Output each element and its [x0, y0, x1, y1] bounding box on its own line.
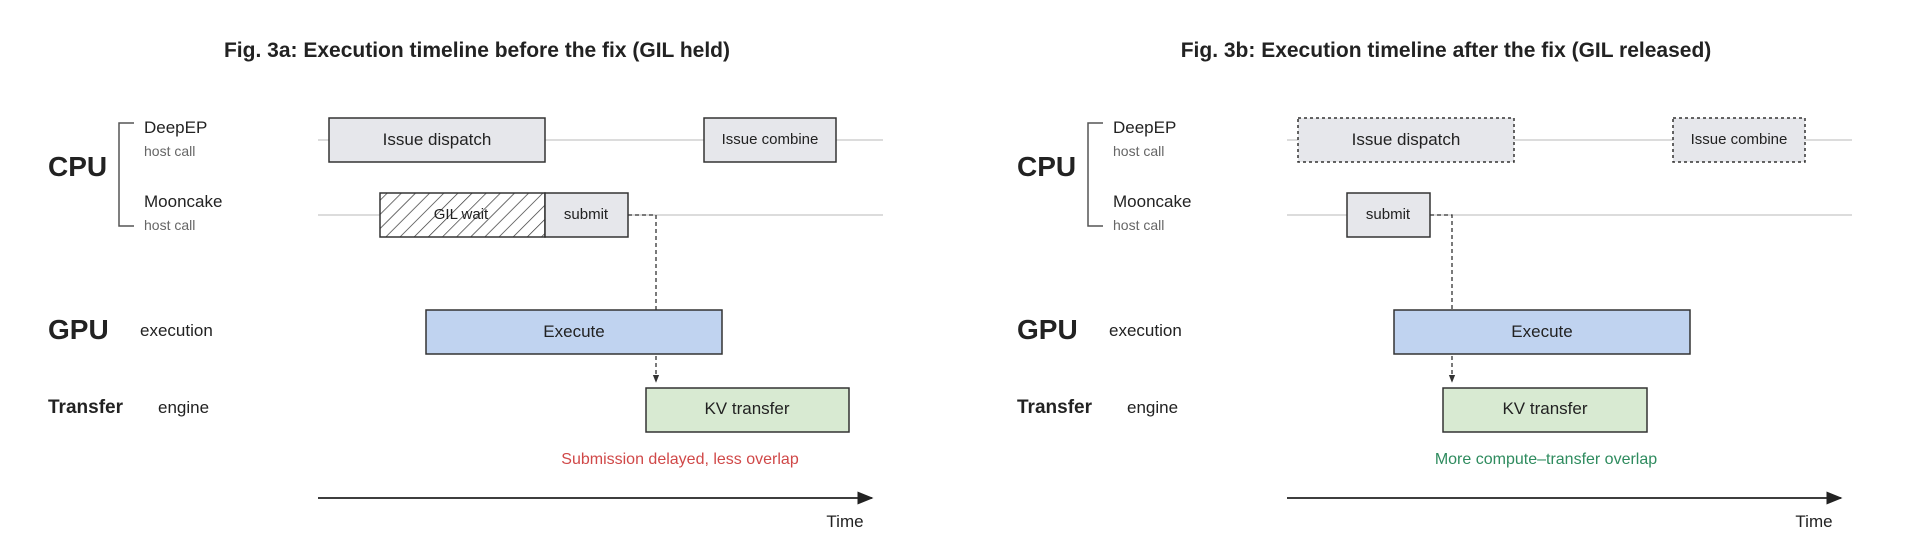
execute-box: [425, 309, 723, 355]
deepep-label: DeepEP: [1113, 118, 1176, 137]
mooncake-sublabel: host call: [1113, 217, 1164, 233]
submit-label: submit: [564, 206, 609, 223]
deepep-sublabel: host call: [144, 143, 195, 159]
transfer-sublabel: engine: [158, 398, 209, 417]
kv-transfer-box: [1442, 387, 1648, 433]
kv-transfer-label: KV transfer: [704, 399, 789, 418]
panel-title: Fig. 3b: Execution timeline after the fi…: [1181, 39, 1712, 62]
kv-transfer-box: [645, 387, 850, 433]
transfer-label: Transfer: [48, 397, 124, 418]
gil-wait-label: GIL wait: [434, 206, 489, 223]
mooncake-label: Mooncake: [1113, 192, 1191, 211]
overlap-note: More compute–transfer overlap: [1435, 451, 1657, 468]
gpu-label: GPU: [1017, 314, 1078, 345]
submit-connector: [628, 214, 657, 310]
panel-before-fix: Fig. 3a: Execution timeline before the f…: [48, 39, 883, 531]
submit-label: submit: [1366, 206, 1411, 223]
deepep-sublabel: host call: [1113, 143, 1164, 159]
gpu-label: GPU: [48, 314, 109, 345]
submit-box: [544, 192, 629, 238]
cpu-bracket: [118, 122, 134, 227]
issue-combine-label: Issue combine: [722, 131, 819, 148]
panel-title: Fig. 3a: Execution timeline before the f…: [224, 39, 730, 62]
time-label: Time: [826, 512, 863, 531]
submit-connector: [1430, 214, 1453, 310]
mooncake-sublabel: host call: [144, 217, 195, 233]
gpu-sublabel: execution: [1109, 321, 1182, 340]
cpu-label: CPU: [48, 151, 107, 182]
gpu-sublabel: execution: [140, 321, 213, 340]
issue-dispatch-label: Issue dispatch: [1352, 130, 1461, 149]
mooncake-label: Mooncake: [144, 192, 222, 211]
cpu-bracket: [1087, 122, 1103, 227]
execute-label: Execute: [1511, 322, 1572, 341]
issue-combine-label: Issue combine: [1691, 131, 1788, 148]
transfer-sublabel: engine: [1127, 398, 1178, 417]
transfer-label: Transfer: [1017, 397, 1093, 418]
overlap-note: Submission delayed, less overlap: [561, 451, 799, 468]
issue-dispatch-box: [328, 117, 546, 163]
issue-dispatch-box: [1297, 117, 1515, 163]
panel-after-fix: Fig. 3b: Execution timeline after the fi…: [1017, 39, 1852, 531]
execute-label: Execute: [543, 322, 604, 341]
gil-wait-box: [379, 192, 546, 238]
kv-transfer-label: KV transfer: [1502, 399, 1587, 418]
cpu-label: CPU: [1017, 151, 1076, 182]
time-label: Time: [1795, 512, 1832, 531]
deepep-label: DeepEP: [144, 118, 207, 137]
issue-dispatch-label: Issue dispatch: [383, 130, 492, 149]
issue-combine-box: [1672, 117, 1806, 163]
execute-box: [1393, 309, 1691, 355]
issue-combine-box: [703, 117, 837, 163]
submit-box: [1346, 192, 1431, 238]
